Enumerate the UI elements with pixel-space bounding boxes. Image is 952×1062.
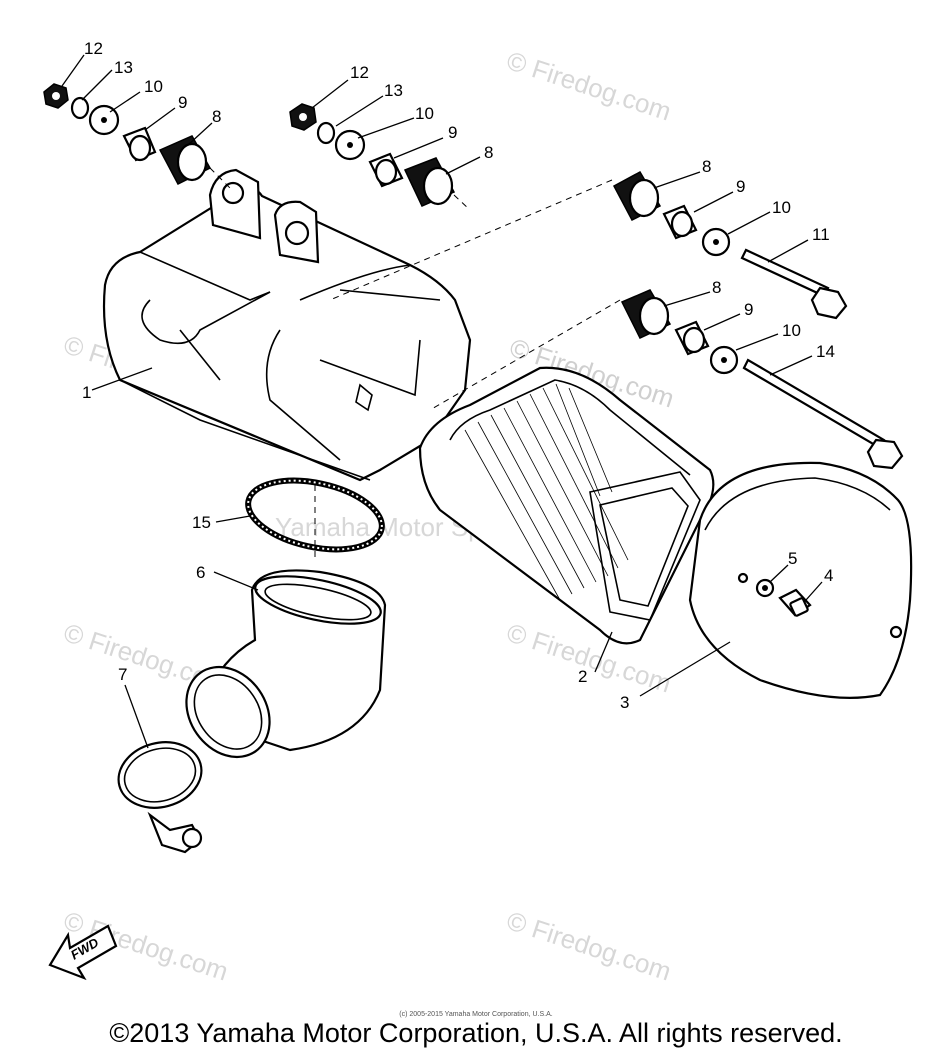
part-label-5: 5 xyxy=(788,549,797,568)
screw-4 xyxy=(778,588,812,617)
wire-seal-ring xyxy=(245,477,385,553)
part-label-8: 8 xyxy=(702,157,711,176)
leader-lines xyxy=(61,54,823,749)
mount-hardware-right-lower xyxy=(620,289,904,470)
part-label-10: 10 xyxy=(772,198,791,217)
part-label-8: 8 xyxy=(484,143,493,162)
part-label-13: 13 xyxy=(384,81,403,100)
part-label-12: 12 xyxy=(350,63,369,82)
part-label-9: 9 xyxy=(448,123,457,142)
watermark-firedog: © Firedog.com xyxy=(503,905,675,986)
part-label-9: 9 xyxy=(736,177,745,196)
part-label-6: 6 xyxy=(196,563,205,582)
mount-hardware-right-upper xyxy=(612,170,848,320)
intake-joint xyxy=(185,569,387,759)
mount-hardware-left xyxy=(43,83,212,185)
part-label-12: 12 xyxy=(84,39,103,58)
part-label-2: 2 xyxy=(578,667,587,686)
part-label-1: 1 xyxy=(82,383,91,402)
assembly-guide-lines xyxy=(209,167,621,560)
part-label-8: 8 xyxy=(212,107,221,126)
part-label-15: 15 xyxy=(192,513,211,532)
part-label-7: 7 xyxy=(118,665,127,684)
part-label-11: 11 xyxy=(812,225,830,244)
filter-element xyxy=(418,366,715,645)
hose-clamp xyxy=(117,741,203,854)
part-label-9: 9 xyxy=(744,300,753,319)
part-label-10: 10 xyxy=(144,77,163,96)
washer-5 xyxy=(755,578,775,598)
part-label-8: 8 xyxy=(712,278,721,297)
part-label-10: 10 xyxy=(782,321,801,340)
small-copyright: (c) 2005-2015 Yamaha Motor Corporation, … xyxy=(399,1011,553,1018)
watermark-firedog: © Firedog.com xyxy=(503,617,675,698)
bolt-14 xyxy=(742,358,886,450)
washer-13 xyxy=(316,121,336,145)
bolt-11 xyxy=(740,248,830,298)
washer-13 xyxy=(70,96,90,120)
part-label-13: 13 xyxy=(114,58,133,77)
watermark-firedog: © Firedog.com xyxy=(503,45,675,126)
part-label-14: 14 xyxy=(816,342,835,361)
part-label-9: 9 xyxy=(178,93,187,112)
airbox-case xyxy=(102,168,472,482)
part-label-4: 4 xyxy=(824,566,833,585)
part-label-3: 3 xyxy=(620,693,629,712)
part-label-10: 10 xyxy=(415,104,434,123)
filter-cover xyxy=(688,461,913,699)
footer-copyright: ©2013 Yamaha Motor Corporation, U.S.A. A… xyxy=(109,1018,843,1048)
part-number-labels: 12 13 10 9 8 12 13 10 9 8 8 9 10 11 8 9 … xyxy=(82,39,835,712)
mount-hardware-center xyxy=(289,103,456,207)
